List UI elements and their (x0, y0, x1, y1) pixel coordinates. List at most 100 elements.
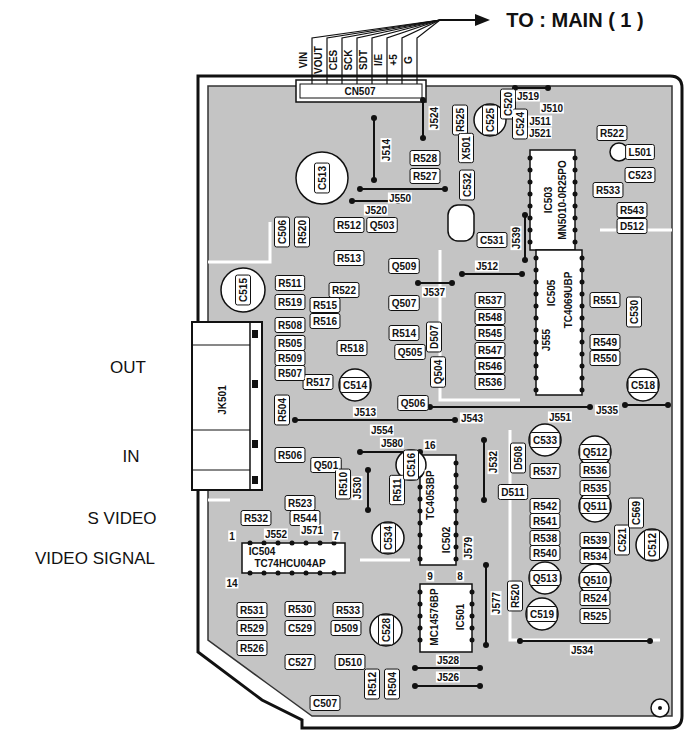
component-body (275, 217, 290, 247)
ic-pin (580, 340, 585, 345)
component-label: Q511 (582, 501, 608, 512)
component-body (241, 511, 271, 526)
component-label: R524 (582, 593, 608, 604)
part-label: J511 (528, 116, 552, 127)
ic-pin (534, 268, 539, 273)
component-body (431, 357, 446, 387)
ic-pin (573, 204, 578, 209)
component-body (340, 378, 370, 393)
component-body (483, 105, 498, 135)
component-label: C507 (312, 698, 338, 709)
component-body (530, 531, 560, 546)
part-label: IC504 (248, 546, 277, 557)
component-body (237, 641, 267, 656)
component-label: C516 (406, 452, 417, 478)
component-label: D510 (337, 657, 363, 668)
component-body (580, 609, 610, 624)
ic-pin (454, 509, 459, 514)
component-body (530, 433, 560, 448)
ic-pin (573, 216, 578, 221)
component-label: D509 (333, 623, 359, 634)
ic-pin (580, 280, 585, 285)
ic-pin (304, 541, 309, 546)
component-label: R525 (582, 611, 608, 622)
ic-pin (454, 557, 459, 562)
ic-package (528, 150, 578, 250)
component-body (590, 335, 620, 350)
component-body (389, 296, 419, 311)
component-body (410, 169, 440, 184)
part-label: J539 (511, 226, 522, 250)
component-body (580, 591, 610, 606)
part-label: J577 (491, 591, 502, 615)
ic-pin (534, 292, 539, 297)
signal-label: S VIDEO (87, 509, 158, 529)
ic-pin (418, 509, 423, 514)
component-body (530, 464, 560, 479)
component-body (315, 163, 330, 193)
component-label: Q504 (433, 359, 444, 385)
part-label: IC503 (543, 186, 554, 215)
component-label: C533 (532, 435, 558, 446)
component-body (236, 275, 251, 305)
component-body (590, 351, 620, 366)
ic-pin (418, 602, 423, 607)
component-label: R509 (277, 353, 303, 364)
ic-pin (580, 292, 585, 297)
ic-pin (318, 571, 323, 576)
component-label: R538 (532, 533, 558, 544)
part-label: J550 (388, 193, 412, 204)
round-component (339, 369, 371, 401)
part-label: J530 (352, 476, 363, 500)
component-label: R529 (239, 623, 265, 634)
component-label: R512 (336, 220, 362, 231)
component-label: R517 (305, 377, 331, 388)
ic-pin (290, 541, 295, 546)
component-body (617, 219, 647, 234)
component-label: C531 (479, 235, 505, 246)
part-label: J537 (422, 287, 446, 298)
part-label: J571 (300, 525, 324, 536)
pin-name: +5 (388, 53, 399, 66)
part-label: J512 (475, 261, 499, 272)
ic-body (530, 150, 575, 250)
component-label: Q510 (582, 575, 608, 586)
ic-package (418, 584, 475, 652)
part-label: CN507 (343, 86, 376, 97)
component-label: C519 (529, 609, 555, 620)
component-label: C525 (485, 107, 496, 133)
component-label: D507 (429, 324, 440, 350)
part-label: IC501 (455, 603, 466, 632)
pin-name: I/E (373, 53, 384, 67)
component-label: R506 (277, 450, 303, 461)
ic-pin (534, 328, 539, 333)
part-label: TC4053BP (425, 469, 436, 520)
ic-pin (580, 376, 585, 381)
component-label: R539 (582, 535, 608, 546)
component-label: C527 (287, 657, 313, 668)
ic-pin (580, 268, 585, 273)
component-label: R512 (367, 671, 378, 697)
component-body (310, 298, 340, 313)
component-label: C515 (238, 277, 249, 303)
component-label: R525 (455, 107, 466, 133)
ic-pin (262, 571, 267, 576)
component-label: R551 (592, 295, 618, 306)
component-label: D511 (500, 487, 525, 498)
component-body (580, 445, 610, 460)
component-label: R527 (412, 171, 438, 182)
component-body (459, 133, 474, 162)
pin-name: SDT (358, 49, 369, 71)
component-label: C569 (631, 500, 642, 526)
component-label: C524 (515, 111, 526, 137)
component-label: Q501 (313, 460, 339, 471)
component-label: Q505 (397, 347, 423, 358)
pin-name: CES (328, 49, 339, 72)
part-label: J513 (353, 407, 377, 418)
component-label: R534 (582, 551, 608, 562)
component-label: R504 (387, 671, 398, 697)
component-body (627, 297, 642, 327)
component-body (508, 581, 523, 611)
component-body (275, 295, 305, 310)
component-label: R545 (477, 328, 503, 339)
